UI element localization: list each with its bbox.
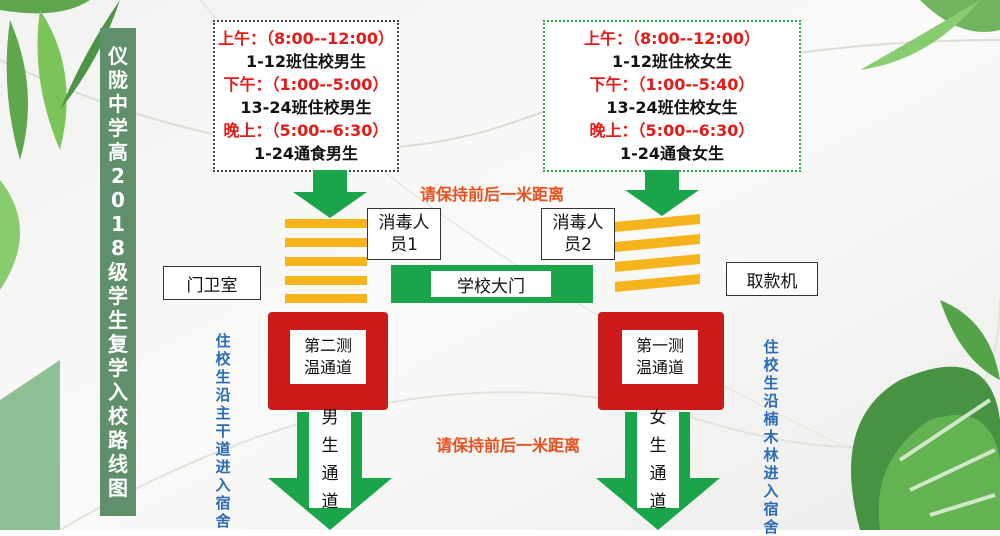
distance-warning-top: 请保持前后一米距离 xyxy=(419,185,564,204)
title-char: 线 xyxy=(108,452,128,476)
title-char: 8 xyxy=(111,236,125,260)
route-char: 住 xyxy=(215,332,231,350)
route-char: 生 xyxy=(215,368,231,386)
title-char: 1 xyxy=(111,212,125,236)
title-char: 2 xyxy=(111,164,125,188)
male-channel-char: 男 xyxy=(321,408,339,428)
tunnel-1-label: 第一测温通道 xyxy=(622,330,698,384)
route-char: 林 xyxy=(763,446,779,464)
disinfection-staff-1-line: 消毒人 xyxy=(378,213,430,233)
leaf-decoration-top-left xyxy=(0,0,120,290)
title-char: 仪 xyxy=(108,44,128,68)
schedule-group: 1-24通食男生 xyxy=(253,144,359,163)
distance-warning-bottom: 请保持前后一米距离 xyxy=(435,436,580,455)
schedule-time: 上午：（8:00--12:00） xyxy=(217,29,394,48)
title-char: 高 xyxy=(108,140,128,164)
schedule-group: 1-12班住校男生 xyxy=(245,52,367,71)
title-char: 级 xyxy=(108,260,128,284)
route-char: 干 xyxy=(215,422,231,440)
route-char: 沿 xyxy=(763,392,779,410)
schedule-time: 下午：（1:00--5:00） xyxy=(223,75,389,94)
female-channel-char: 生 xyxy=(649,436,667,456)
route-char: 住 xyxy=(763,338,779,356)
temperature-tunnel-2: 第二测温通道 xyxy=(268,312,388,410)
title-char: 学 xyxy=(108,284,128,308)
right-route-text: 住校生沿楠木林进入宿舍 xyxy=(762,338,780,536)
title-char: 图 xyxy=(108,476,128,500)
leaf-decoration-top-right xyxy=(860,0,1000,70)
male-channel: 男生通道 xyxy=(309,408,351,512)
title-char: 学 xyxy=(108,356,128,380)
disinfection-staff-1-line: 员1 xyxy=(390,235,418,255)
female-channel-char: 通 xyxy=(649,464,667,484)
school-gate: 学校大门 xyxy=(391,265,593,303)
title-char: 路 xyxy=(108,428,128,452)
school-gate-label: 学校大门 xyxy=(431,271,551,297)
route-char: 木 xyxy=(763,428,779,446)
arrow-down-left-top xyxy=(293,170,367,218)
tunnel-2-label: 第二测温通道 xyxy=(290,330,366,384)
title-char: 复 xyxy=(108,332,128,356)
atm-label: 取款机 xyxy=(726,262,818,296)
tunnel-2-line: 温通道 xyxy=(303,358,352,377)
route-char: 进 xyxy=(215,458,231,476)
route-char: 道 xyxy=(215,440,231,458)
monstera-leaf-icon xyxy=(851,300,1000,530)
schedule-time: 上午：（8:00--12:00） xyxy=(583,29,760,48)
crosswalk-stripes-right xyxy=(615,214,700,292)
title-char: 中 xyxy=(108,92,128,116)
schedule-group: 1-12班住校女生 xyxy=(611,52,733,71)
tunnel-1-line: 第一测 xyxy=(635,336,684,355)
title-char: 入 xyxy=(108,380,128,404)
temperature-tunnel-1: 第一测温通道 xyxy=(598,312,724,410)
male-channel-char: 生 xyxy=(321,436,339,456)
schedule-group: 13-24班住校男生 xyxy=(240,98,372,117)
route-char: 宿 xyxy=(215,494,231,512)
route-char: 舍 xyxy=(763,518,779,536)
schedule-time: 晚上：（5:00--6:30） xyxy=(223,121,389,140)
route-char: 进 xyxy=(763,464,779,482)
route-char: 校 xyxy=(215,350,231,368)
gatehouse-label: 门卫室 xyxy=(163,266,261,300)
route-char: 生 xyxy=(763,374,779,392)
route-char: 楠 xyxy=(763,410,779,428)
title-char: 陇 xyxy=(108,68,128,92)
route-char: 宿 xyxy=(763,500,779,518)
arrow-down-right-top xyxy=(625,170,699,216)
schedule-time: 晚上：（5:00--6:30） xyxy=(589,121,755,140)
schedule-group: 13-24班住校女生 xyxy=(606,98,738,117)
schedule-group: 1-24通食女生 xyxy=(619,144,725,163)
title-char: 学 xyxy=(108,116,128,140)
title-char: 校 xyxy=(108,404,128,428)
route-char: 主 xyxy=(215,404,231,422)
tunnel-2-line: 第二测 xyxy=(303,336,352,355)
route-char: 校 xyxy=(763,356,779,374)
route-char: 沿 xyxy=(215,386,231,404)
title-char: 生 xyxy=(108,308,128,332)
route-char: 舍 xyxy=(215,512,231,530)
male-channel-char: 道 xyxy=(321,492,339,512)
schedule-time: 下午：（1:00--5:40） xyxy=(589,75,755,94)
crosswalk-stripes-left xyxy=(285,219,367,303)
female-channel: 女生通道 xyxy=(637,408,679,512)
disinfection-staff-1: 消毒人员1 xyxy=(367,208,441,260)
female-channel-char: 道 xyxy=(649,492,667,512)
right-schedule-box: 上午：（8:00--12:00） 1-12班住校女生下午：（1:00--5:40）… xyxy=(543,20,801,172)
male-channel-char: 通 xyxy=(321,464,339,484)
route-char: 入 xyxy=(215,476,231,494)
tunnel-1-line: 温通道 xyxy=(635,358,684,377)
disinfection-staff-2-line: 员2 xyxy=(564,235,592,255)
female-channel-char: 女 xyxy=(649,408,667,428)
route-char: 入 xyxy=(763,482,779,500)
disinfection-staff-2: 消毒人员2 xyxy=(541,208,615,260)
green-panel-bottom-left xyxy=(0,360,60,530)
left-route-text: 住校生沿主干道进入宿舍 xyxy=(214,332,232,530)
left-schedule-box: 上午：（8:00--12:00） 1-12班住校男生下午：（1:00--5:00）… xyxy=(213,20,399,172)
disinfection-staff-2-line: 消毒人 xyxy=(552,213,604,233)
title-char: 0 xyxy=(111,188,125,212)
